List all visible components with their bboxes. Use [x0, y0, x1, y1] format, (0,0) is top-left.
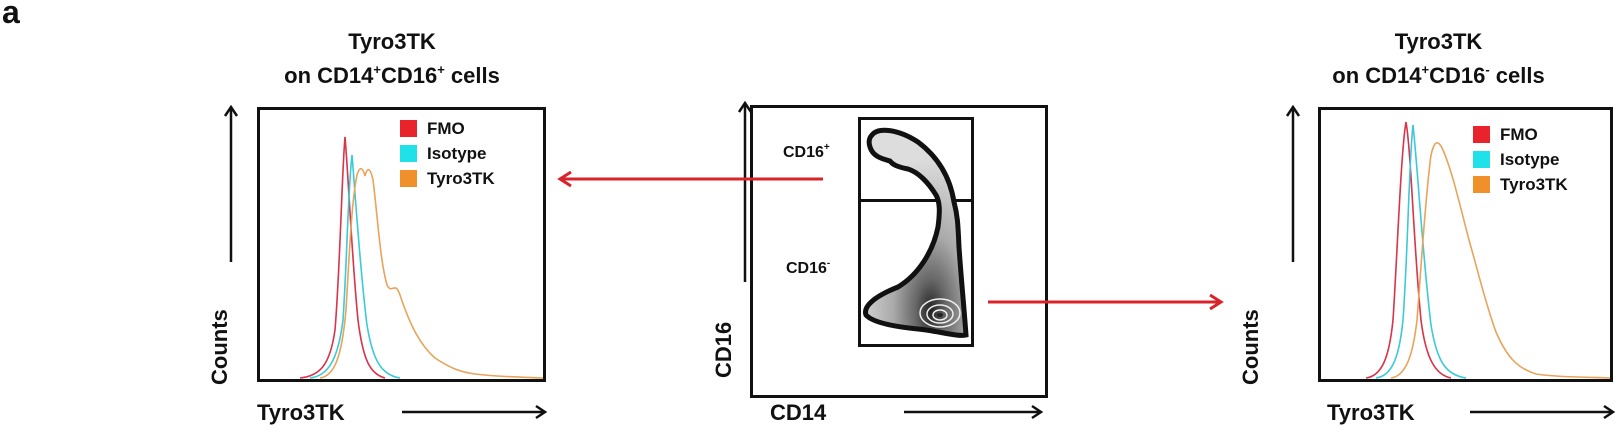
left-legend: FMO Isotype Tyro3TK — [400, 116, 495, 191]
right-histogram-curves — [1365, 121, 1611, 379]
gate-label-cd16-positive: CD16+ — [783, 142, 830, 161]
left-x-axis-arrow-icon — [402, 404, 548, 420]
red-arrow-to-cd16-positive-icon — [557, 170, 823, 188]
left-histogram-curves — [299, 136, 544, 379]
right-x-axis-arrow-icon — [1470, 404, 1616, 420]
left-y-axis-label: Counts — [207, 309, 232, 385]
left-x-axis-label: Tyro3TK — [257, 400, 345, 425]
legend-item-fmo: FMO — [1473, 122, 1568, 147]
left-y-axis-arrow-icon — [223, 104, 239, 262]
legend-item-isotype: Isotype — [400, 141, 495, 166]
isotype-swatch-icon — [400, 145, 417, 162]
fmo-swatch-icon — [1473, 126, 1490, 143]
panel-letter: a — [2, 0, 20, 30]
middle-y-axis-label: CD16 — [711, 321, 736, 378]
legend-item-tyro3tk: Tyro3TK — [400, 166, 495, 191]
left-title-line1: Tyro3TK — [348, 29, 436, 54]
left-title-line2: on CD14+CD16+ cells — [284, 62, 500, 88]
right-title-line1: Tyro3TK — [1394, 29, 1483, 54]
left-histogram-plot: FMO Isotype Tyro3TK — [257, 107, 546, 382]
left-panel-title: Tyro3TK on CD14+CD16+ cells — [232, 28, 552, 90]
gate-rectangle — [858, 117, 974, 347]
tyro3tk-swatch-icon — [1473, 176, 1490, 193]
right-legend: FMO Isotype Tyro3TK — [1473, 122, 1568, 197]
right-y-axis-label: Counts — [1238, 309, 1263, 385]
legend-item-isotype: Isotype — [1473, 147, 1568, 172]
isotype-swatch-icon — [1473, 151, 1490, 168]
gate-divider — [858, 199, 974, 202]
legend-item-fmo: FMO — [400, 116, 495, 141]
right-x-axis-label: Tyro3TK — [1327, 400, 1415, 425]
right-histogram-plot: FMO Isotype Tyro3TK — [1318, 107, 1613, 382]
gate-label-cd16-negative: CD16- — [786, 258, 831, 277]
fmo-swatch-icon — [400, 120, 417, 137]
tyro3tk-swatch-icon — [400, 170, 417, 187]
right-y-axis-arrow-icon — [1285, 104, 1301, 262]
red-arrow-to-cd16-negative-icon — [988, 293, 1224, 311]
middle-x-axis-label: CD14 — [770, 400, 827, 425]
right-panel-title: Tyro3TK on CD14+CD16- cells — [1258, 28, 1619, 90]
legend-item-tyro3tk: Tyro3TK — [1473, 172, 1568, 197]
middle-x-axis-arrow-icon — [904, 404, 1044, 420]
contour-density-plot — [863, 127, 969, 338]
middle-y-axis-arrow-icon — [737, 100, 753, 282]
right-title-line2: on CD14+CD16- cells — [1332, 62, 1545, 88]
